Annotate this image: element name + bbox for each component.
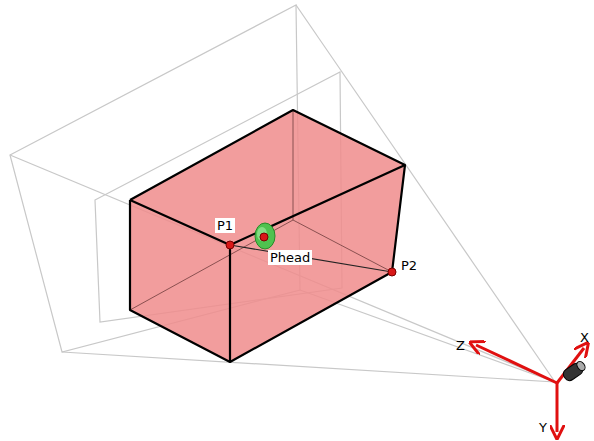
point-label: Phead (268, 250, 312, 265)
camera-axes (476, 345, 587, 432)
head-model (255, 223, 275, 249)
view-frustum (10, 5, 555, 382)
camera-icon (561, 360, 586, 383)
bounding-box (130, 110, 405, 362)
axis-label: X (580, 330, 589, 345)
axis-label: Y (539, 420, 547, 435)
axis-label: Z (456, 338, 465, 353)
point-marker (226, 233, 396, 276)
point-label: P1 (215, 218, 235, 233)
point-label: P2 (399, 258, 419, 273)
